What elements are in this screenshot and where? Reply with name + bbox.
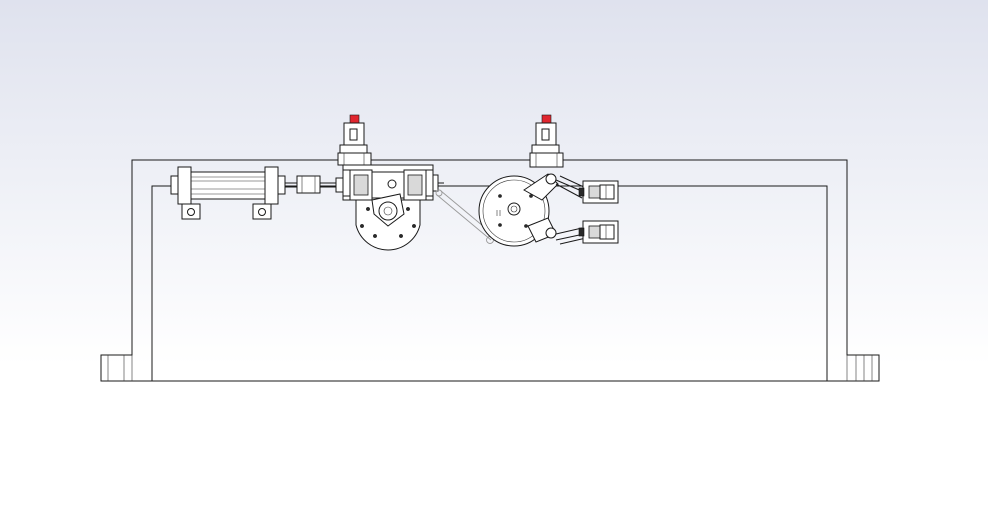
pneumatic-cylinder[interactable] [170,166,286,220]
cam-disc[interactable] [478,173,559,247]
left-valve-actuator[interactable] [337,114,372,166]
right-valve-actuator[interactable] [529,114,564,168]
left-rotary-valve[interactable] [342,164,444,251]
piston-coupling[interactable] [285,175,344,194]
lower-gripper-assembly[interactable] [555,220,619,245]
upper-gripper-assembly[interactable] [555,175,619,204]
